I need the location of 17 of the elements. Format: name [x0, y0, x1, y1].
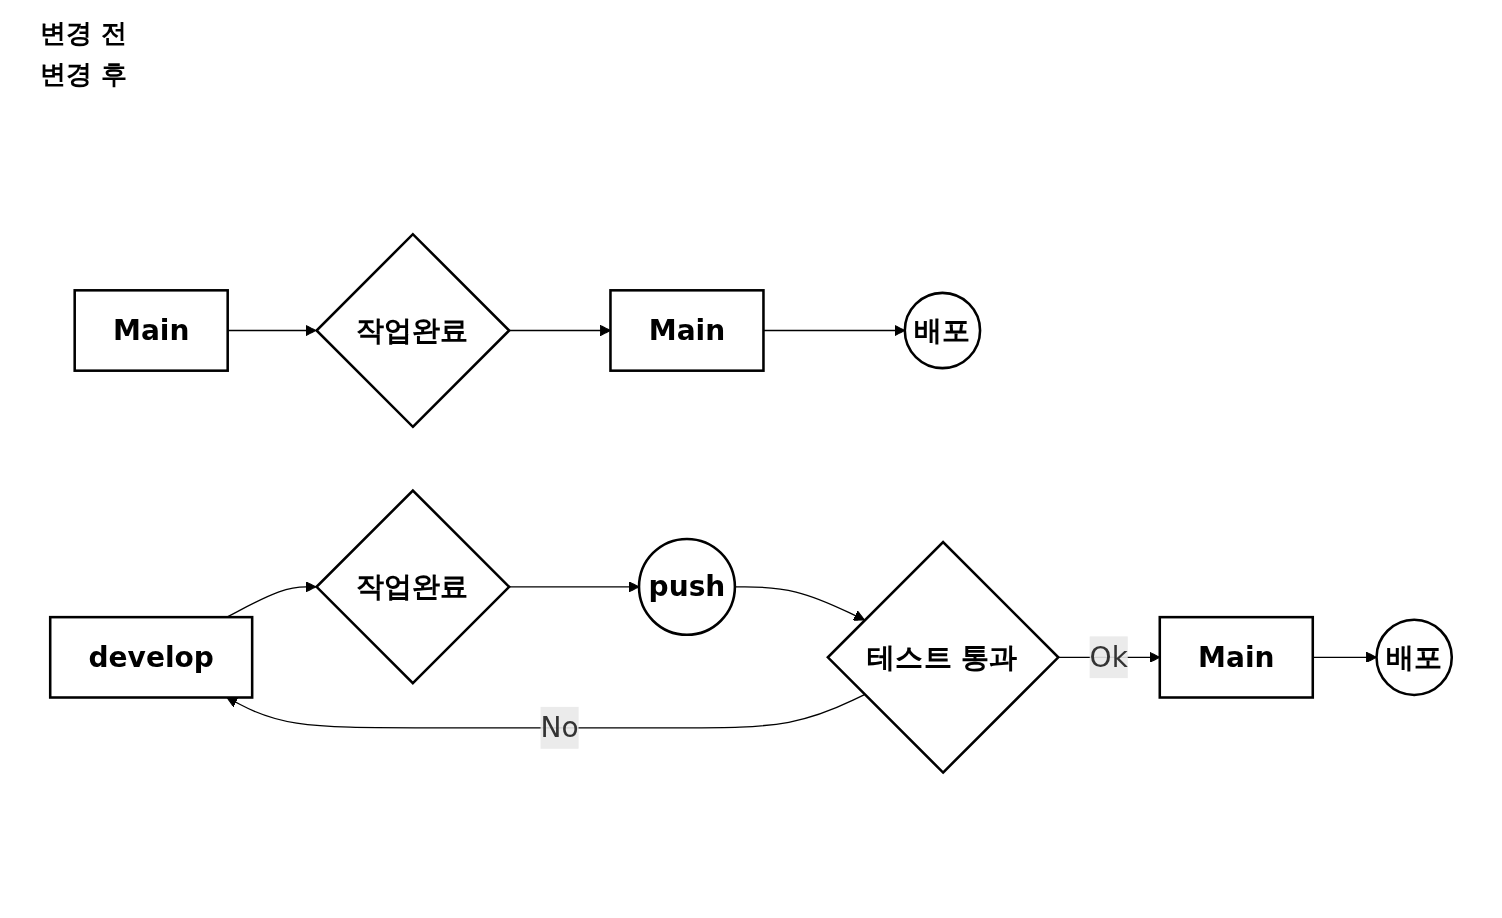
- edge-label: Ok: [1089, 641, 1128, 673]
- section-heading: 변경 전: [40, 17, 128, 50]
- arrow: [227, 324, 317, 336]
- edge-label: No: [540, 711, 579, 744]
- node-circle: 배포: [1375, 618, 1454, 696]
- node-box: develop: [48, 615, 254, 699]
- node-diamond: 테스트 통과: [826, 539, 1061, 774]
- section-heading: 변경 후: [40, 58, 128, 91]
- node-box: Main: [609, 288, 765, 372]
- node-diamond: 작업완료: [314, 488, 511, 685]
- node-circle: 배포: [903, 291, 982, 370]
- node-diamond: 작업완료: [314, 232, 511, 429]
- node-circle: push: [637, 537, 737, 636]
- arrow: [734, 585, 866, 621]
- node-box: Main: [1158, 615, 1315, 699]
- node-box: Main: [73, 288, 229, 372]
- arrow: [226, 693, 866, 729]
